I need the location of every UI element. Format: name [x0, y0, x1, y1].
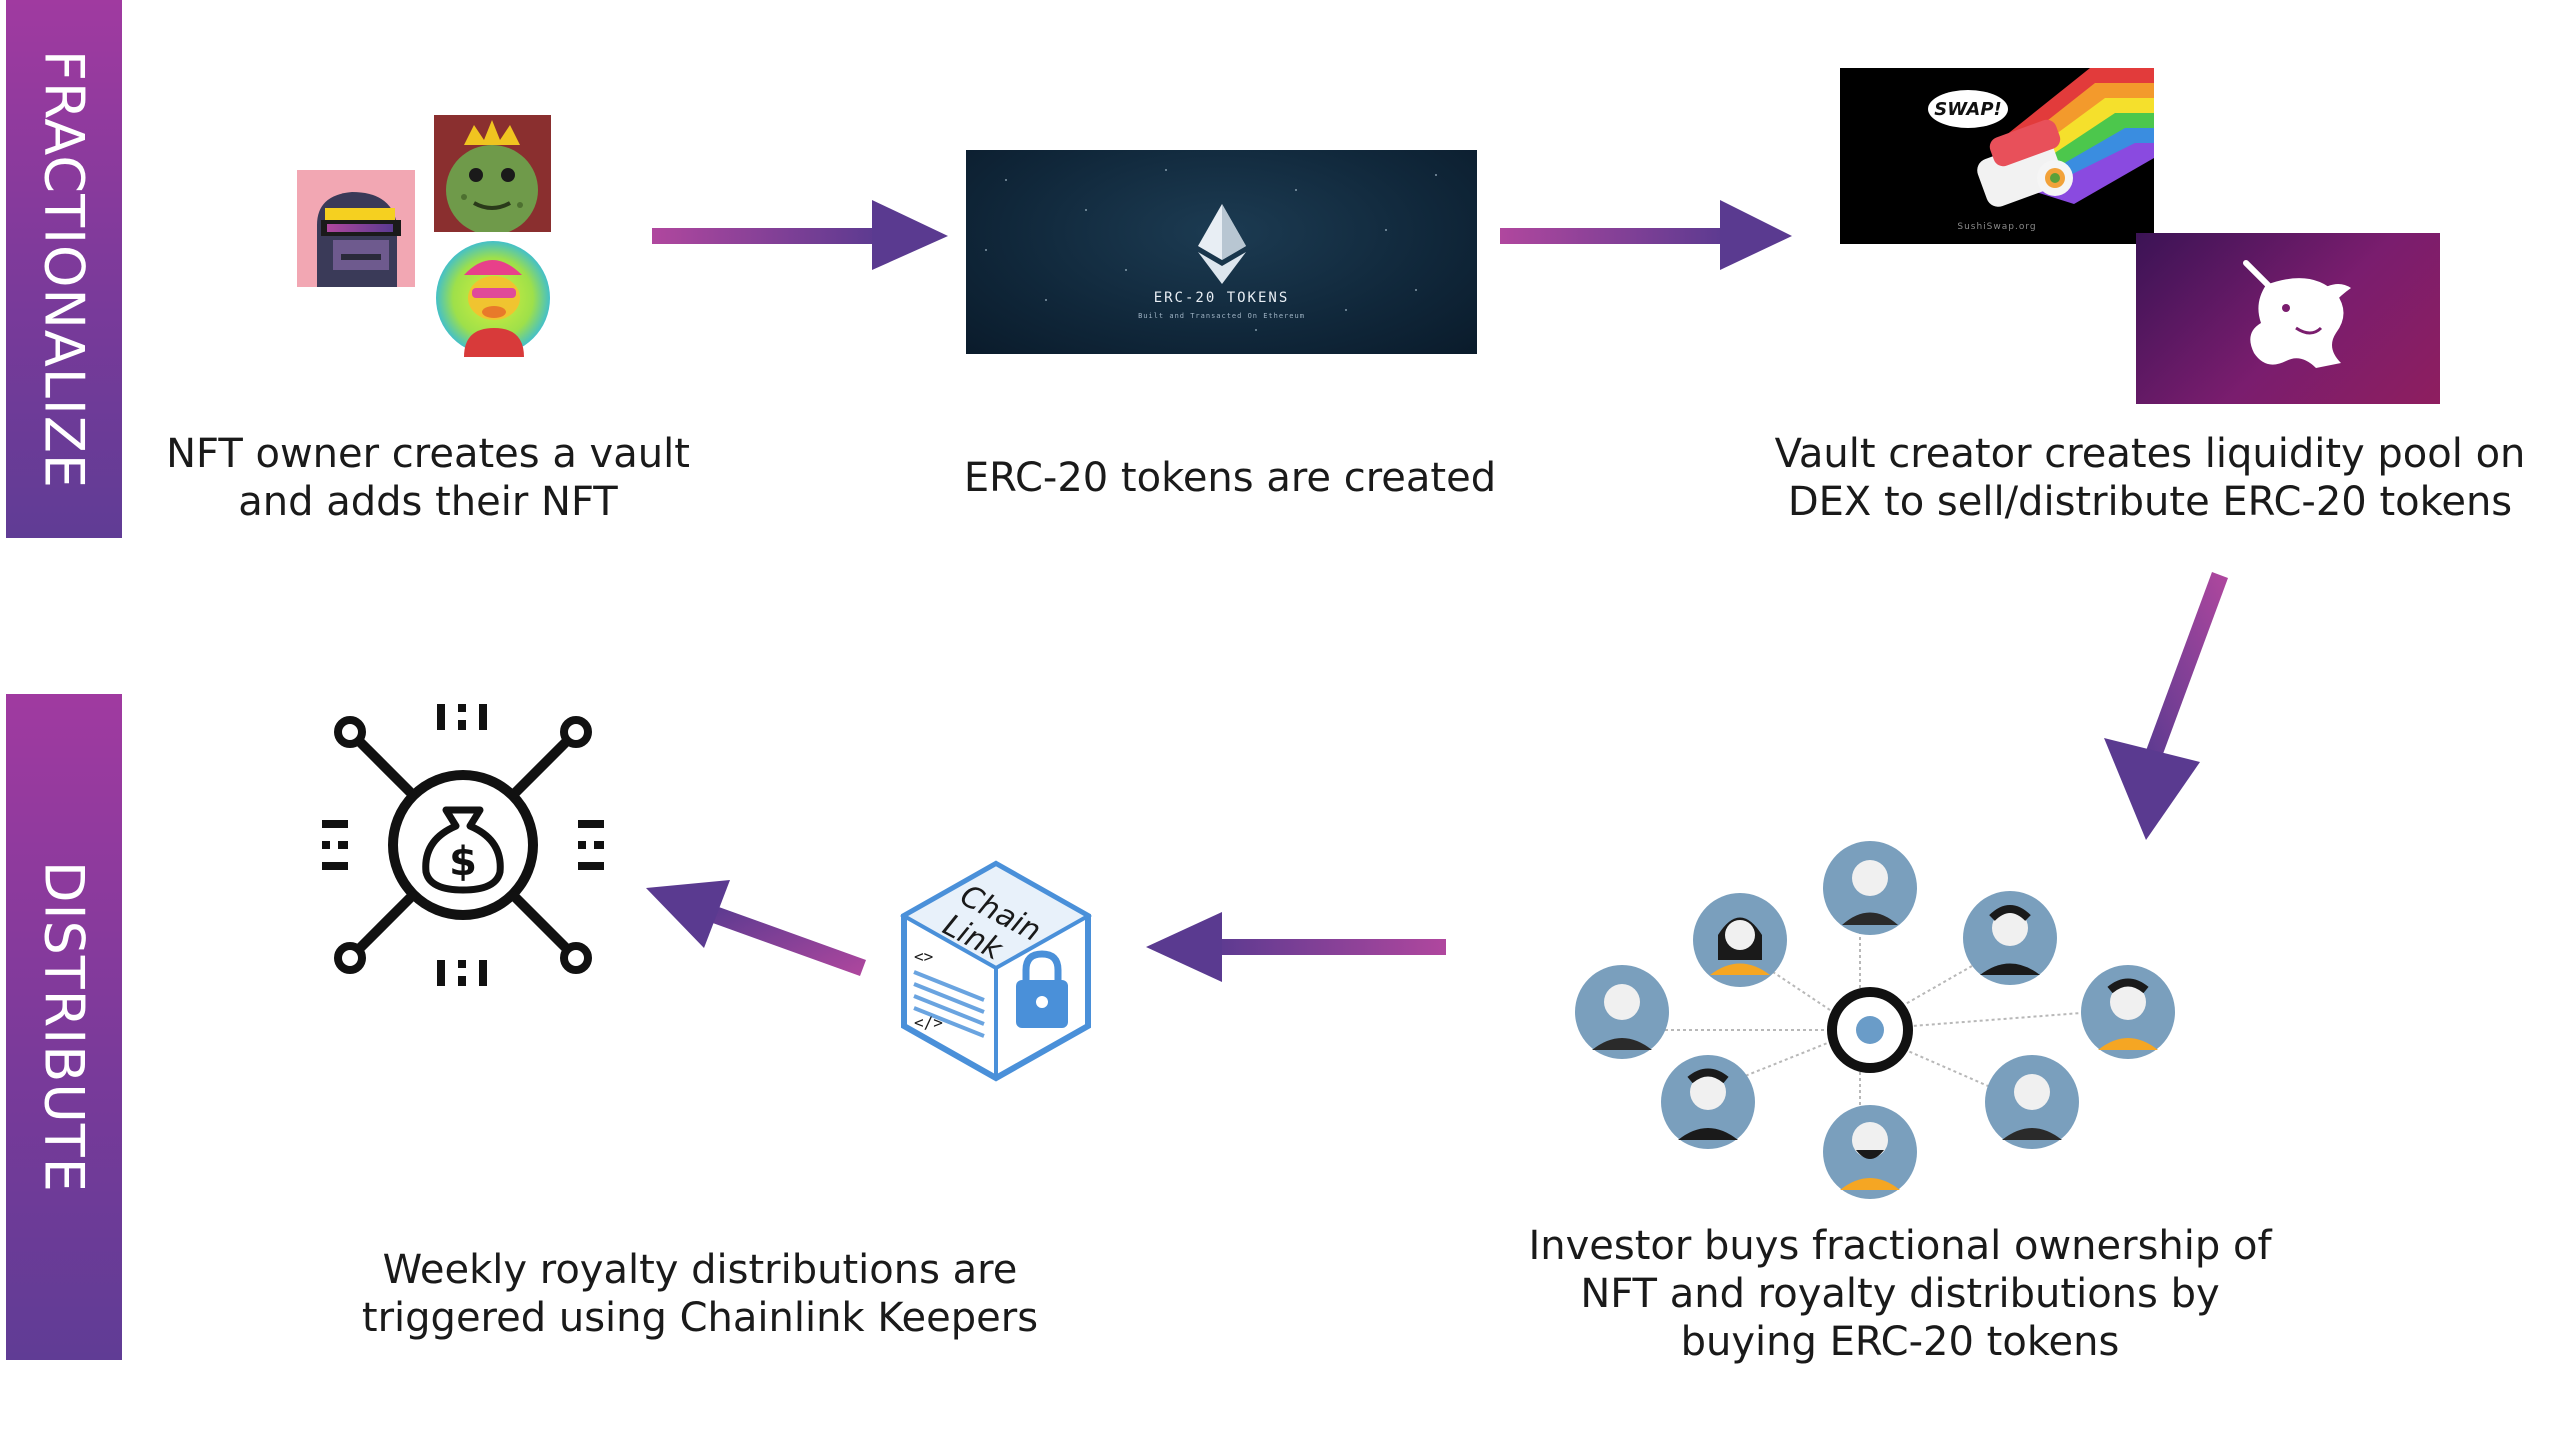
arrow-down-left — [2104, 572, 2228, 840]
phase-fractionalize-label: FRACTIONALIZE — [32, 49, 96, 489]
caption-vault: NFT owner creates a vault and adds their… — [148, 430, 708, 526]
sushi-icon — [1977, 119, 2073, 207]
erc20-banner-subtitle: Built and Transacted On Ethereum — [1138, 312, 1305, 320]
arrow-left-1 — [1146, 912, 1446, 982]
phase-distribute: DISTRIBUTE — [6, 694, 122, 1360]
caption-pool: Vault creator creates liquidity pool on … — [1760, 430, 2540, 526]
caption-royalty: Weekly royalty distributions are trigger… — [300, 1246, 1100, 1342]
caption-vault-line1: NFT owner creates a vault — [166, 431, 690, 477]
phase-distribute-label: DISTRIBUTE — [32, 861, 96, 1193]
caption-pool-line2: DEX to sell/distribute ERC-20 tokens — [1787, 479, 2513, 525]
ethereum-icon — [1198, 204, 1246, 284]
money-bag-icon: $ — [422, 806, 504, 894]
caption-tokens-line1: ERC-20 tokens are created — [963, 455, 1497, 501]
chainlink-code-1: <> — [914, 947, 933, 966]
unicorn-icon — [2243, 260, 2351, 368]
caption-investor-line2: NFT and royalty distributions by — [1580, 1271, 2220, 1317]
swap-bubble: SWAP! — [1928, 90, 2008, 128]
caption-royalty-line2: triggered using Chainlink Keepers — [361, 1295, 1039, 1341]
money-symbol: $ — [449, 839, 477, 885]
lock-icon — [1016, 950, 1068, 1028]
caption-investor: Investor buys fractional ownership of NF… — [1480, 1222, 2320, 1366]
chainlink-code-2: </> — [914, 1013, 943, 1032]
caption-pool-line1: Vault creator creates liquidity pool on — [1774, 431, 2526, 477]
target-icon — [1827, 987, 1913, 1073]
sushiswap-image: SWAP! SushiSwap.org — [1840, 68, 2154, 244]
investor-network — [1575, 841, 2175, 1199]
uniswap-image — [2136, 233, 2440, 404]
arrow-left-2 — [646, 880, 866, 976]
sushiswap-url: SushiSwap.org — [1957, 222, 2037, 232]
money-hub-icon: $ — [322, 704, 604, 986]
erc20-banner-image: ERC-20 TOKENS Built and Transacted On Et… — [966, 150, 1477, 354]
caption-tokens: ERC-20 tokens are created — [930, 454, 1530, 502]
caption-investor-line3: buying ERC-20 tokens — [1680, 1319, 2120, 1365]
caption-vault-line2: and adds their NFT — [238, 479, 618, 525]
chainlink-cube: Chain Link <> </> — [899, 860, 1093, 1082]
nft-toad-image — [434, 115, 551, 232]
erc20-banner-title: ERC-20 TOKENS — [1153, 290, 1290, 306]
caption-royalty-line1: Weekly royalty distributions are — [382, 1247, 1018, 1293]
nft-duck-image — [434, 240, 552, 357]
arrow-right-2 — [1500, 200, 1792, 270]
phase-fractionalize: FRACTIONALIZE — [6, 0, 122, 538]
caption-investor-line1: Investor buys fractional ownership of — [1528, 1223, 2272, 1269]
arrow-right-1 — [652, 200, 948, 270]
nft-ape-image — [297, 170, 415, 287]
